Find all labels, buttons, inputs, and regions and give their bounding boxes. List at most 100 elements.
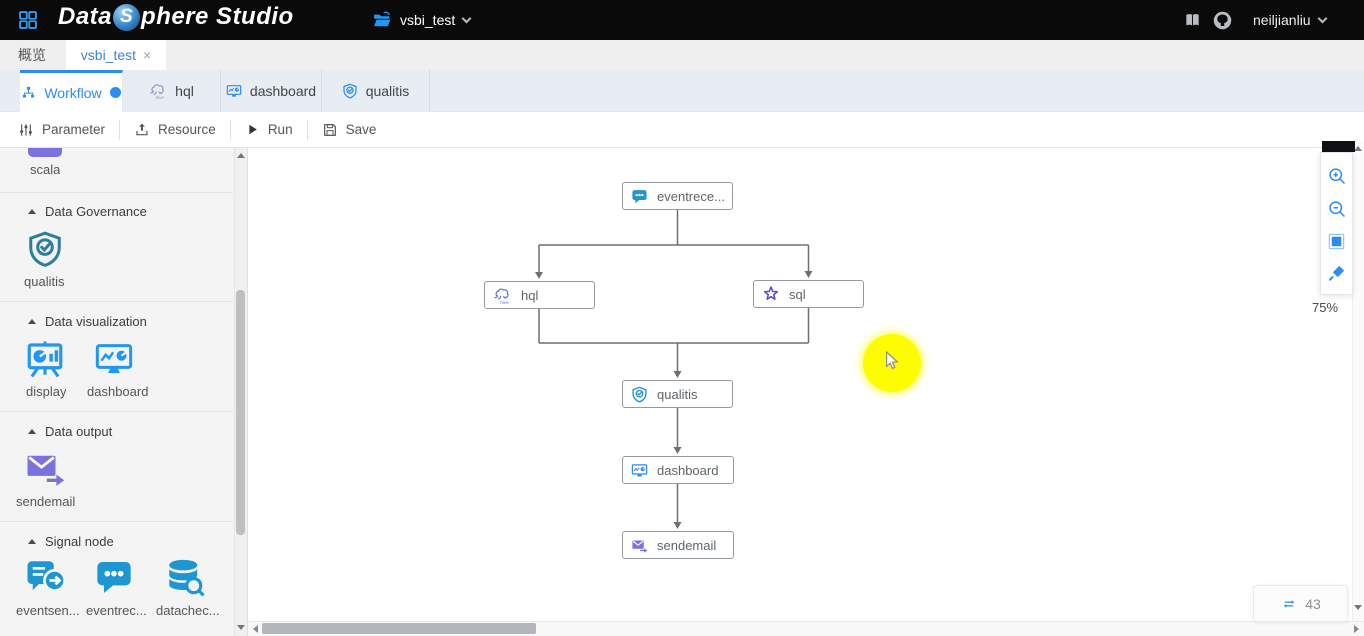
- palette-item-eventrec[interactable]: [94, 556, 134, 603]
- palette-item-eventrec-label: eventrec...: [86, 603, 147, 618]
- format-brush-icon[interactable]: [1328, 264, 1346, 282]
- palette-item-dashboard-label: dashboard: [87, 384, 149, 399]
- dark-bar: [1322, 141, 1355, 152]
- upload-icon: [134, 122, 150, 138]
- logo-sphere: S: [113, 3, 141, 31]
- mouse-cursor: [886, 351, 899, 370]
- palette-item-sendemail-label: sendemail: [16, 494, 76, 509]
- palette-item-display[interactable]: [24, 337, 66, 386]
- user-menu[interactable]: neiljianliu: [1253, 0, 1328, 40]
- parameter-label: Parameter: [42, 122, 106, 137]
- canvas-scroll-up-arrow[interactable]: [1354, 146, 1362, 151]
- shield-check-icon: [342, 83, 358, 99]
- database-search-icon: [164, 554, 206, 598]
- monitor-chart-icon: [226, 83, 242, 99]
- tab-qualitis-label: qualitis: [365, 83, 410, 99]
- section-title: Data Governance: [45, 204, 147, 219]
- github-icon[interactable]: [1212, 10, 1233, 31]
- sidebar-scrollbar-thumb[interactable]: [236, 290, 245, 535]
- spark-star-icon: [762, 285, 780, 303]
- palette-item-sendemail[interactable]: [24, 446, 66, 495]
- folder-icon: [372, 10, 392, 30]
- collapse-caret-icon: [28, 429, 36, 434]
- tab-qualitis[interactable]: qualitis: [322, 70, 430, 112]
- tab-overview[interactable]: 概览: [0, 40, 64, 70]
- sidebar-scroll-up-arrow[interactable]: [237, 153, 245, 158]
- swap-arrows-icon: [1280, 595, 1298, 613]
- monitor-chart-icon: [94, 339, 134, 379]
- parameter-button[interactable]: Parameter: [4, 112, 119, 148]
- logo-text-pre: Data: [58, 3, 113, 30]
- presentation-chart-icon: [24, 337, 66, 381]
- zoom-out-icon[interactable]: [1327, 199, 1347, 219]
- node-sendemail[interactable]: sendemail: [622, 531, 734, 559]
- bubble-dots-icon: [94, 556, 134, 598]
- floppy-icon: [322, 122, 338, 138]
- run-counter-badge[interactable]: 43: [1253, 585, 1348, 622]
- mail-send-icon: [631, 537, 648, 554]
- section-signal-node[interactable]: Signal node: [28, 534, 114, 549]
- section-title: Data output: [45, 424, 113, 439]
- workflow-canvas[interactable]: [248, 148, 1364, 621]
- shield-check-icon: [26, 228, 64, 270]
- monitor-chart-icon: [631, 462, 648, 479]
- sidebar-divider: [0, 301, 233, 302]
- play-icon: [245, 122, 260, 137]
- node-label: qualitis: [657, 386, 698, 402]
- workspace-tabbar: [0, 40, 1364, 70]
- app-grid-icon[interactable]: [18, 10, 38, 30]
- run-button[interactable]: Run: [231, 112, 307, 148]
- tab-hql[interactable]: hql: [123, 70, 221, 112]
- canvas-scroll-down-arrow[interactable]: [1354, 605, 1362, 610]
- collapse-caret-icon: [28, 319, 36, 324]
- mail-send-icon: [24, 446, 66, 490]
- zoom-in-icon[interactable]: [1327, 166, 1347, 186]
- node-label: eventrece...: [657, 188, 725, 204]
- chevron-down-icon: [461, 13, 472, 23]
- tab-workflow[interactable]: Workflow: [20, 70, 123, 112]
- canvas-scroll-right-arrow[interactable]: [1354, 625, 1359, 633]
- save-button[interactable]: Save: [308, 112, 391, 148]
- tab-workspace-vsbi-test[interactable]: vsbi_test ×: [66, 40, 166, 70]
- node-dashboard[interactable]: dashboard: [622, 456, 734, 484]
- palette-item-qualitis[interactable]: [26, 228, 64, 275]
- close-icon[interactable]: ×: [143, 47, 152, 63]
- run-label: Run: [267, 122, 293, 137]
- tab-dashboard[interactable]: dashboard: [221, 70, 322, 112]
- project-selector[interactable]: vsbi_test: [372, 0, 472, 40]
- project-name: vsbi_test: [400, 12, 456, 28]
- node-hql[interactable]: hql: [484, 281, 595, 309]
- node-sql[interactable]: sql: [753, 280, 864, 308]
- node-eventreceiver[interactable]: eventrece...: [622, 182, 733, 210]
- node-qualitis[interactable]: qualitis: [622, 380, 733, 408]
- node-label: sendemail: [657, 537, 717, 553]
- resource-label: Resource: [158, 122, 216, 137]
- sidebar-scroll-down-arrow[interactable]: [237, 625, 245, 630]
- canvas-hscrollbar-thumb[interactable]: [262, 623, 536, 634]
- collapse-caret-icon: [28, 539, 36, 544]
- workflow-toolbar: Parameter Resource Run Save: [0, 112, 1364, 148]
- sidebar-divider: [0, 411, 233, 412]
- node-label: hql: [521, 287, 539, 303]
- toolbar-divider: [229, 119, 231, 140]
- canvas-scroll-left-arrow[interactable]: [253, 625, 258, 633]
- fit-view-icon[interactable]: [1327, 232, 1346, 251]
- docs-book-icon[interactable]: [1183, 11, 1202, 30]
- scala-node-icon[interactable]: [28, 148, 62, 157]
- palette-item-eventsen[interactable]: [24, 556, 66, 603]
- palette-item-datachec[interactable]: [164, 554, 206, 603]
- tab-workspace-label: vsbi_test: [80, 47, 137, 63]
- section-data-governance[interactable]: Data Governance: [28, 204, 147, 219]
- tab-dashboard-label: dashboard: [249, 83, 317, 99]
- section-data-visualization[interactable]: Data visualization: [28, 314, 147, 329]
- tab-workflow-label: Workflow: [44, 84, 102, 101]
- section-data-output[interactable]: Data output: [28, 424, 112, 439]
- resource-button[interactable]: Resource: [120, 112, 230, 148]
- canvas-vscrollbar-track[interactable]: [1352, 141, 1364, 621]
- save-label: Save: [345, 122, 377, 137]
- workflow-icon: [21, 85, 36, 100]
- palette-item-dashboard[interactable]: [94, 339, 134, 384]
- toolbar-divider: [119, 119, 121, 140]
- sidebar-divider: [0, 192, 233, 193]
